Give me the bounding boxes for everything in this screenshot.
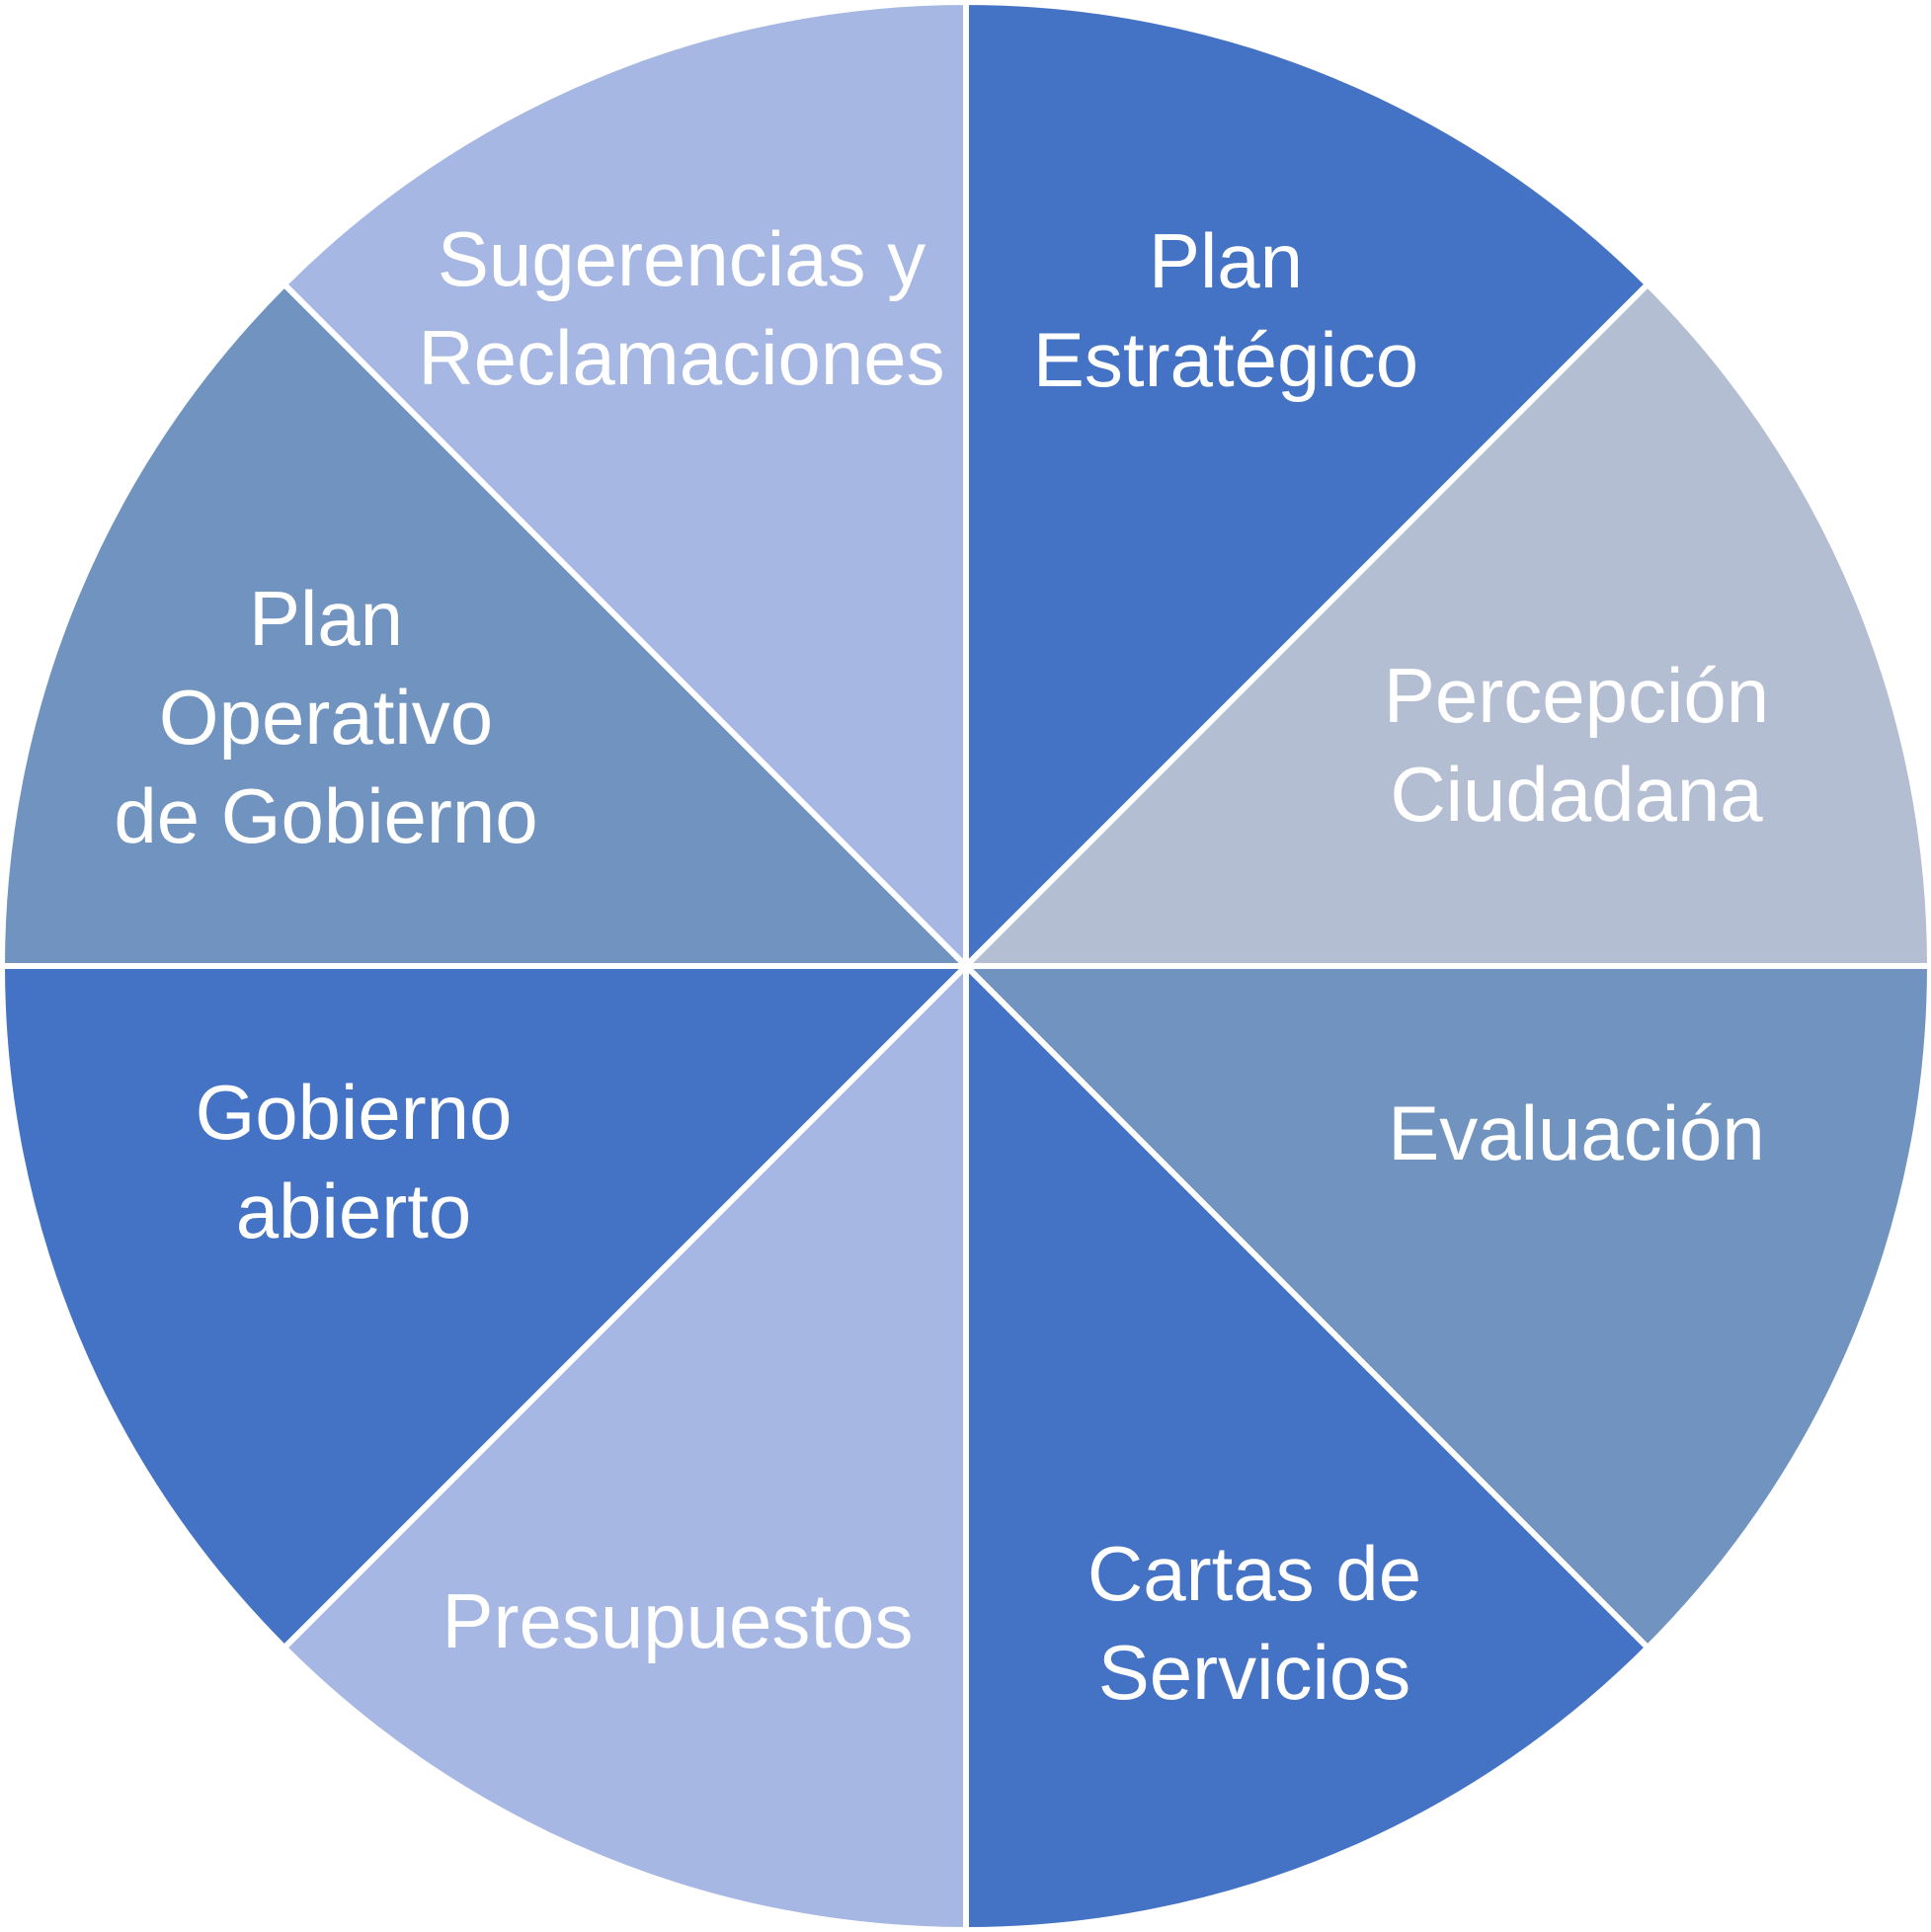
segment-label: Presupuestos — [443, 1577, 914, 1664]
wheel-segment — [280, 0, 969, 974]
segment-label-line: Cartas de — [1087, 1530, 1421, 1617]
wheel-segment — [963, 958, 1652, 1932]
segment-label-line: abierto — [236, 1167, 472, 1254]
segment-label-line: Servicios — [1098, 1629, 1410, 1716]
segment-label: Cartas de Servicios — [1087, 1530, 1421, 1716]
segment-label-line: Sugerencias y — [438, 215, 925, 302]
segment-label: Sugerencias y Reclamaciones — [418, 215, 944, 401]
segment-label: Gobierno abierto — [196, 1069, 513, 1254]
segment-label-line: Plan — [1149, 217, 1303, 304]
wheel-segment — [0, 963, 974, 1652]
segment-label-line: Evaluación — [1388, 1089, 1765, 1176]
wheel-segment — [280, 958, 969, 1932]
segment-label-line: Operativo — [159, 674, 493, 761]
wheel-segment — [958, 963, 1931, 1652]
segment-label-line: Presupuestos — [443, 1577, 914, 1664]
segment-label-line: Ciudadana — [1390, 751, 1763, 838]
wheel-segment — [958, 280, 1931, 969]
segment-label-line: Percepción — [1384, 652, 1769, 739]
segment-label-line: Plan — [249, 575, 403, 662]
wheel-segment — [0, 280, 974, 969]
segment-label: Evaluación — [1388, 1089, 1765, 1176]
segment-label-line: Gobierno — [196, 1069, 513, 1156]
segment-label-line: de Gobierno — [114, 772, 537, 859]
segment-label-line: Reclamaciones — [418, 314, 944, 401]
wheel-segment — [963, 0, 1652, 974]
segment-label-line: Estratégico — [1033, 316, 1418, 403]
